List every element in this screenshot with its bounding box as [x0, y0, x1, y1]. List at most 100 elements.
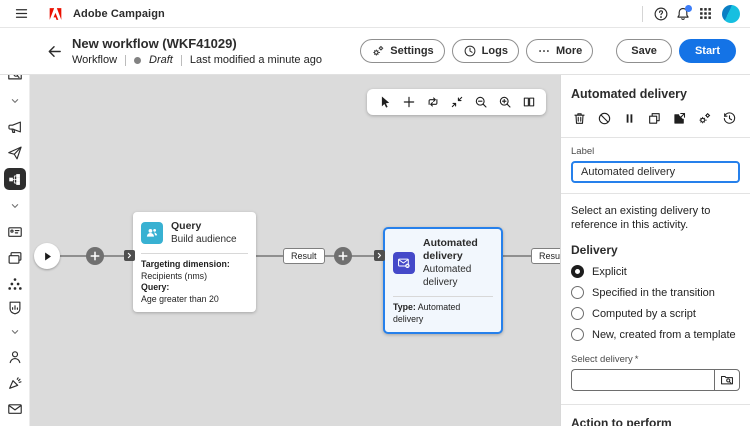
required-marker: * — [634, 354, 639, 365]
more-button[interactable]: More — [525, 39, 594, 63]
delete-button[interactable] — [571, 110, 588, 127]
sidebar-item-audiences[interactable] — [4, 273, 26, 295]
workflow-icon — [8, 173, 20, 185]
radio-unselected[interactable] — [571, 307, 584, 320]
clock-icon — [464, 45, 476, 57]
sidebar-item-deliveries[interactable] — [4, 142, 26, 164]
plus-icon — [90, 251, 100, 261]
activity-card-automated-delivery[interactable]: Automated delivery Automated delivery Ty… — [383, 227, 503, 334]
transition-label-text: Result — [291, 251, 317, 261]
sidebar-item-campaigns[interactable] — [4, 116, 26, 138]
transition-expand-1[interactable] — [124, 250, 135, 261]
plus-icon — [338, 251, 348, 261]
sidebar-chevron-3[interactable] — [4, 321, 26, 343]
start-button[interactable]: Start — [678, 39, 736, 63]
audiences-icon — [8, 278, 22, 290]
zoom-out-button[interactable] — [472, 94, 489, 111]
fit-view-button[interactable] — [448, 94, 465, 111]
select-delivery-input[interactable] — [571, 369, 714, 391]
radio-option-explicit[interactable]: Explicit — [571, 265, 740, 278]
logs-button[interactable]: Logs — [451, 39, 519, 63]
avatar[interactable] — [722, 4, 740, 23]
panel-title: Automated delivery — [571, 87, 688, 101]
sidebar-item-simulations[interactable] — [4, 372, 26, 394]
label-input[interactable] — [571, 161, 740, 183]
settings-label: Settings — [390, 45, 434, 57]
workflow-header: New workflow (WKF41029) Workflow Draft L… — [0, 28, 750, 75]
back-arrow-icon — [48, 45, 61, 57]
back-button[interactable] — [42, 39, 66, 63]
panel-divider — [561, 193, 750, 194]
history-button[interactable] — [721, 110, 738, 127]
celebration-icon — [9, 377, 22, 389]
radio-unselected[interactable] — [571, 286, 584, 299]
menu-button[interactable] — [10, 3, 32, 25]
open-button[interactable] — [671, 110, 688, 127]
more-label: More — [555, 45, 583, 57]
help-button[interactable] — [650, 3, 672, 25]
folder-search-icon — [721, 375, 733, 385]
reroute-tool-button[interactable] — [424, 94, 441, 111]
radio-unselected[interactable] — [571, 328, 584, 341]
start-node[interactable] — [34, 243, 60, 269]
label-field-label: Label — [571, 146, 595, 157]
sidebar-item-content-stack[interactable] — [4, 247, 26, 269]
sidebar-item-subscriptions[interactable] — [4, 398, 26, 420]
apps-grid-icon — [699, 8, 711, 19]
radio-selected[interactable] — [571, 265, 584, 278]
meta-divider — [125, 54, 127, 66]
query-card-title: Query — [171, 220, 202, 232]
browse-delivery-button[interactable] — [714, 369, 740, 391]
notifications-button[interactable] — [672, 3, 694, 25]
fit-view-icon — [451, 96, 462, 108]
megaphone-icon — [8, 121, 21, 133]
zoom-in-button[interactable] — [496, 94, 513, 111]
add-activity-button-1[interactable] — [86, 247, 104, 265]
add-activity-button-2[interactable] — [334, 247, 352, 265]
select-delivery-label: Select delivery* — [571, 354, 740, 365]
radio-option-specified-in-transition[interactable]: Specified in the transition — [571, 286, 740, 299]
query-label: Query: — [141, 282, 170, 292]
duplicate-button[interactable] — [646, 110, 663, 127]
sidebar-item-profiles[interactable] — [4, 346, 26, 368]
select-delivery-label-text: Select delivery — [571, 354, 633, 365]
sidebar-item-workflows[interactable] — [4, 168, 26, 190]
workflow-canvas[interactable]: Query Build audience Targeting dimension… — [30, 75, 560, 426]
transition-label-1[interactable]: Result — [283, 248, 325, 264]
adobe-logo[interactable] — [44, 3, 66, 25]
chevron-right-icon — [127, 252, 132, 259]
pointer-tool-button[interactable] — [376, 94, 393, 111]
query-value: Age greater than 20 — [141, 293, 219, 304]
top-app-bar: Adobe Campaign — [0, 0, 750, 28]
transition-label-text: Result — [539, 251, 560, 261]
save-button[interactable]: Save — [616, 39, 672, 63]
query-card-details: Targeting dimension: Recipients (nms) Qu… — [133, 254, 256, 312]
mail-gear-icon — [398, 258, 410, 269]
sidebar-chevron-2[interactable] — [4, 195, 26, 217]
sidebar-item-segments[interactable] — [4, 421, 26, 426]
pause-icon — [626, 114, 633, 123]
disable-button[interactable] — [596, 110, 613, 127]
panel-divider — [561, 137, 750, 138]
sidebar-item-reports[interactable] — [4, 297, 26, 319]
overview-map-button[interactable] — [520, 94, 537, 111]
radio-option-computed-by-script[interactable]: Computed by a script — [571, 307, 740, 320]
transition-label-2[interactable]: Result — [531, 248, 560, 264]
app-switcher-button[interactable] — [694, 3, 716, 25]
settings-button[interactable]: Settings — [360, 39, 445, 63]
app-title: Adobe Campaign — [73, 7, 165, 20]
workflow-meta: Workflow Draft Last modified a minute ag… — [72, 54, 322, 66]
pause-button[interactable] — [621, 110, 638, 127]
delivery-card-subtitle: Automated delivery — [423, 264, 472, 288]
advanced-settings-button[interactable] — [696, 110, 713, 127]
activity-card-query[interactable]: Query Build audience Targeting dimension… — [133, 212, 256, 312]
transition-expand-2[interactable] — [374, 250, 385, 261]
targeting-dimension-label: Targeting dimension: — [141, 259, 230, 269]
sidebar-chevron-1[interactable] — [4, 90, 26, 112]
sidebar-item-content-card[interactable] — [4, 221, 26, 243]
add-tool-button[interactable] — [400, 94, 417, 111]
meta-divider — [180, 54, 182, 66]
radio-label: New, created from a template — [592, 328, 736, 341]
radio-option-new-from-template[interactable]: New, created from a template — [571, 328, 740, 341]
trash-icon — [574, 113, 585, 124]
